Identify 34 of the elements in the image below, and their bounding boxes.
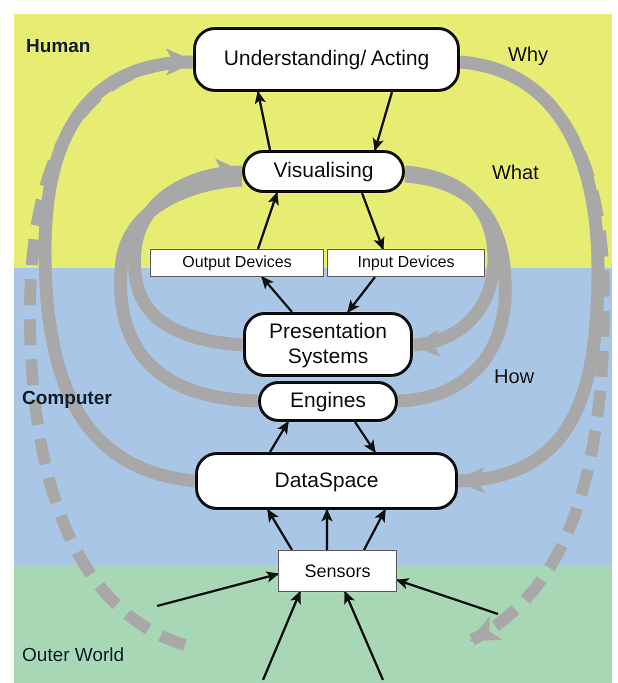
arrow <box>360 192 384 250</box>
question-label: Why <box>508 44 548 67</box>
process-box: Presentation Systems <box>243 312 413 377</box>
region-label: Computer <box>22 388 112 410</box>
arrow <box>354 421 376 454</box>
process-box: Engines <box>258 381 398 422</box>
arrow <box>156 571 280 608</box>
arrow <box>396 578 498 616</box>
process-box: Understanding/ Acting <box>193 27 460 92</box>
arrow <box>261 276 293 313</box>
process-box: DataSpace <box>195 452 458 510</box>
arrow <box>372 92 394 152</box>
arrow <box>321 508 333 550</box>
curved-arrow <box>128 160 245 352</box>
device-box: Input Devices <box>327 249 485 277</box>
dashed-arrow <box>459 56 610 646</box>
process-box: Visualising <box>242 150 405 193</box>
arrow <box>344 590 384 680</box>
region-label: Outer World <box>22 645 124 667</box>
device-box: Sensors <box>278 550 397 592</box>
arrow <box>362 508 386 551</box>
curved-arrow <box>455 56 604 492</box>
arrow <box>256 192 279 250</box>
question-label: How <box>494 366 534 389</box>
region-band <box>14 565 612 683</box>
question-label: What <box>492 162 539 185</box>
region-label: Human <box>26 36 90 58</box>
arrow <box>268 420 290 453</box>
arrow <box>266 508 294 551</box>
arrow <box>262 590 302 680</box>
device-box: Output Devices <box>150 249 324 277</box>
curved-arrow <box>404 166 500 356</box>
arrow <box>347 276 376 314</box>
arrow <box>254 90 272 150</box>
